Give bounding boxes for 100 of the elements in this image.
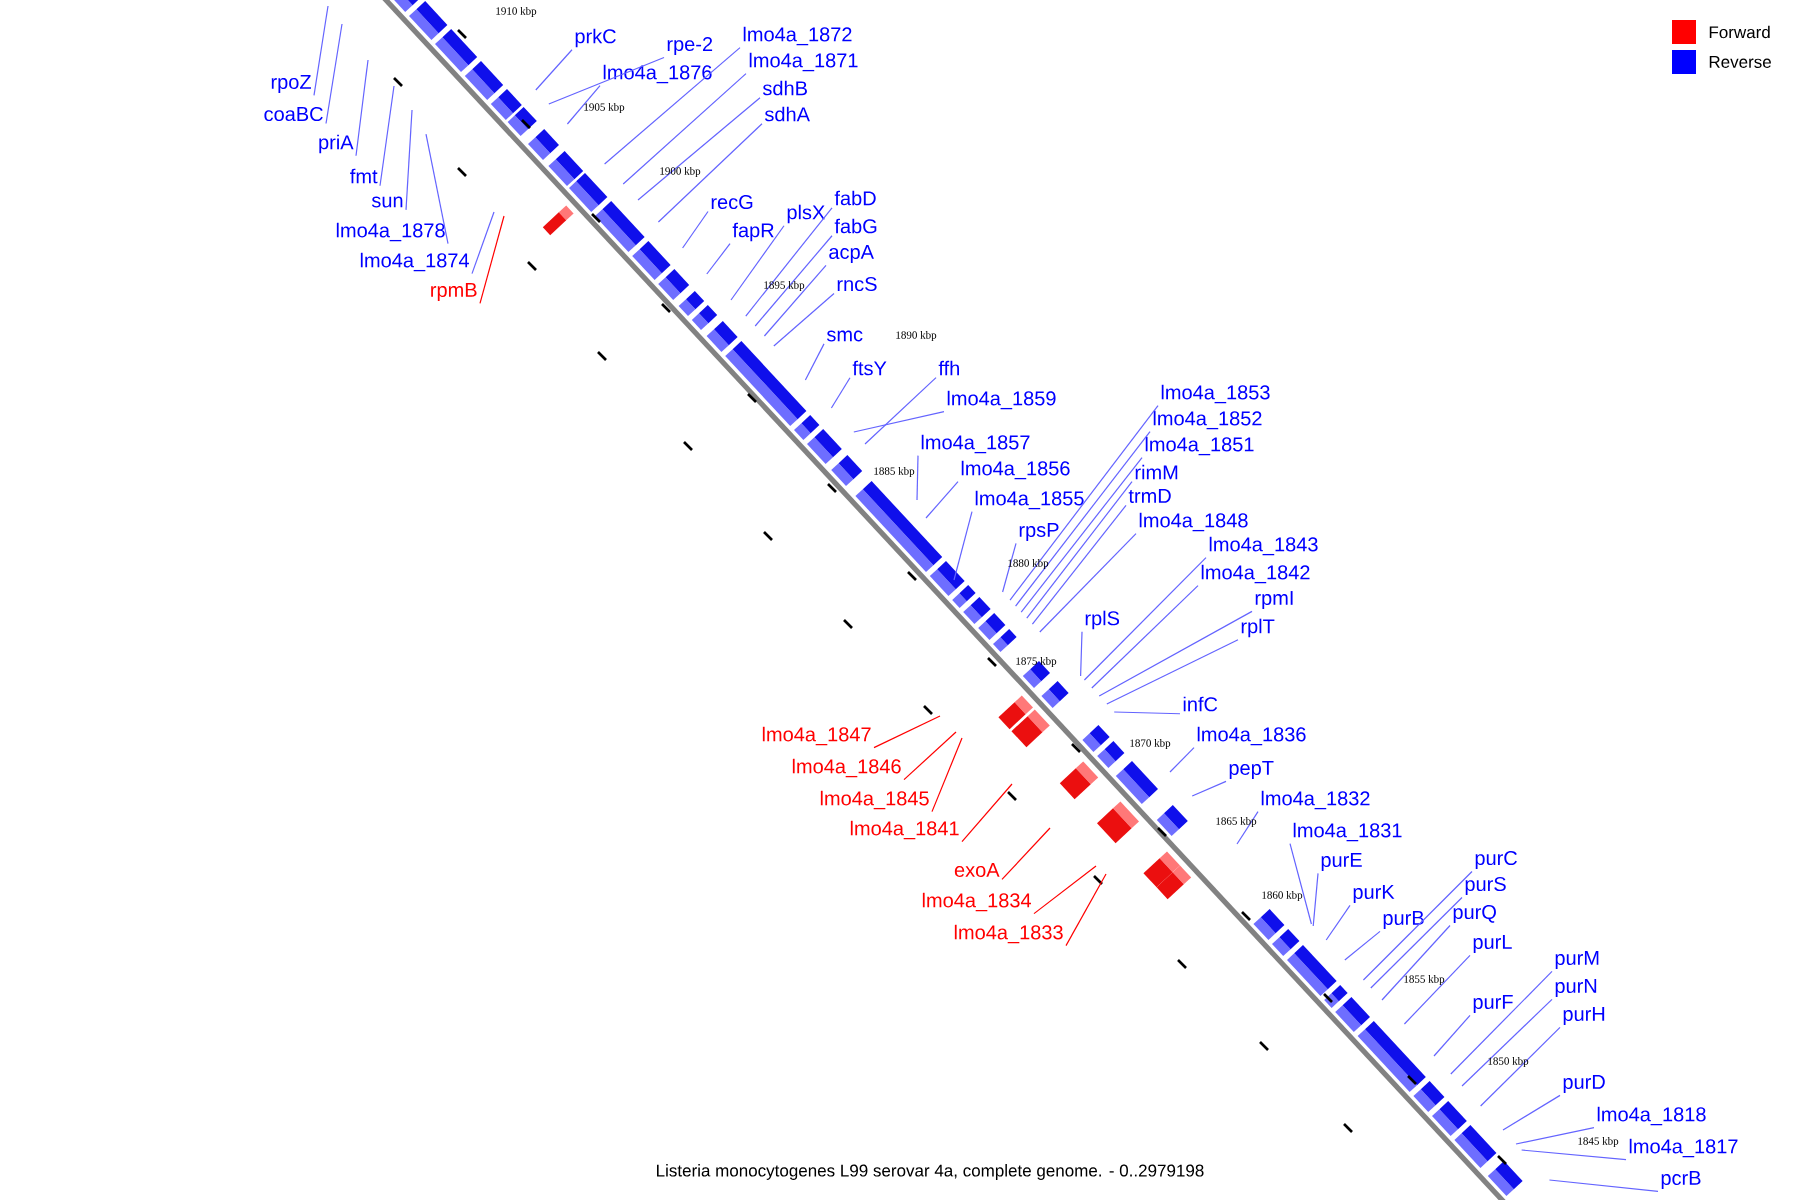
gene-label: rplT xyxy=(1241,618,1275,638)
gene-label: lmo4a_1833 xyxy=(954,924,1063,944)
gene-label: recG xyxy=(711,194,753,210)
gene-label: smc xyxy=(826,330,863,342)
leader-line xyxy=(405,109,413,211)
leader-line xyxy=(325,23,343,125)
gene-label: lmo4a_1848 xyxy=(1139,512,1248,532)
gene-label: pepT xyxy=(1229,761,1274,779)
gene-label: lmo4a_1876 xyxy=(603,64,712,84)
gene-label: ffh xyxy=(938,360,959,376)
gene-label: purQ xyxy=(1453,904,1496,924)
gene-label: trmD xyxy=(1128,489,1171,503)
leader-line xyxy=(1325,904,1351,941)
leader-line xyxy=(1106,639,1239,705)
gene-label: sun xyxy=(371,196,403,208)
gene-label: pcrB xyxy=(1661,1171,1701,1189)
gene-label: rplS xyxy=(1085,610,1120,630)
gene-label: purF xyxy=(1473,995,1513,1013)
leader-line xyxy=(763,264,827,337)
gene-label: lmo4a_1845 xyxy=(820,790,929,810)
gene-label: lmo4a_1841 xyxy=(850,820,959,840)
leader-line xyxy=(1065,873,1107,947)
leader-line xyxy=(873,715,941,749)
leader-line xyxy=(1502,1094,1561,1131)
leader-line xyxy=(1433,1014,1471,1057)
gene-label: purS xyxy=(1465,876,1506,896)
gene-label: purE xyxy=(1321,853,1362,871)
leader-line xyxy=(903,731,957,781)
leader-line xyxy=(1236,811,1259,845)
gene-label: lmo4a_1843 xyxy=(1209,536,1318,556)
leader-line xyxy=(535,49,573,91)
gene-label: purC xyxy=(1475,850,1517,870)
gene-label: ftsY xyxy=(852,360,887,376)
leader-line xyxy=(1039,533,1137,633)
legend-label: Forward xyxy=(1709,25,1770,39)
gene-label: plsX xyxy=(787,204,825,224)
gene-label: fabD xyxy=(834,190,876,206)
leader-line xyxy=(1113,711,1181,715)
leader-line xyxy=(1191,780,1227,797)
leader-line xyxy=(1370,896,1463,989)
leader-line xyxy=(961,783,1013,843)
leader-line xyxy=(471,211,495,275)
gene-label: rimM xyxy=(1135,464,1178,480)
leader-line xyxy=(1169,747,1195,773)
gene-label: prkC xyxy=(575,28,616,48)
leader-line xyxy=(425,133,449,245)
gene-label: lmo4a_1847 xyxy=(762,726,871,746)
gene-label: exoA xyxy=(954,863,1000,877)
leader-line xyxy=(1091,585,1199,689)
gene-label: purB xyxy=(1383,911,1424,929)
leader-line xyxy=(1009,405,1159,601)
gene-label: lmo4a_1852 xyxy=(1153,410,1262,430)
leader-line xyxy=(379,85,395,187)
gene-label: lmo4a_1836 xyxy=(1197,726,1306,746)
leader-line xyxy=(1515,1127,1595,1145)
leader-line xyxy=(830,377,851,409)
leader-line xyxy=(754,235,833,327)
leader-line xyxy=(853,411,945,433)
leader-line xyxy=(479,215,505,304)
leader-line xyxy=(730,225,785,301)
leader-line xyxy=(566,85,601,125)
gene-label: purM xyxy=(1555,951,1599,969)
gene-label: infC xyxy=(1183,696,1218,712)
leader-line xyxy=(1026,481,1133,619)
gene-label: priA xyxy=(319,134,354,154)
leader-line xyxy=(622,73,747,185)
leader-line xyxy=(1031,504,1127,625)
gene-label: lmo4a_1853 xyxy=(1161,384,1270,404)
leader-line xyxy=(953,511,973,581)
leader-line xyxy=(804,343,825,381)
gene-label: lmo4a_1818 xyxy=(1597,1106,1706,1126)
gene-label: lmo4a_1874 xyxy=(360,252,469,272)
leader-line xyxy=(313,5,329,96)
gene-label: lmo4a_1846 xyxy=(792,758,901,778)
leader-line xyxy=(355,59,369,157)
gene-label: fabG xyxy=(834,218,877,234)
leader-line xyxy=(1461,998,1553,1087)
leader-line xyxy=(1002,542,1017,593)
leader-line xyxy=(1362,870,1473,981)
leader-line xyxy=(1450,970,1553,1075)
gene-label: lmo4a_1872 xyxy=(743,26,852,46)
leader-line xyxy=(745,207,833,317)
gene-label: sdhA xyxy=(764,106,810,122)
leader-line xyxy=(1480,1026,1561,1107)
gene-label: lmo4a_1851 xyxy=(1145,436,1254,456)
gene-label: purD xyxy=(1563,1075,1605,1093)
gene-label: purN xyxy=(1555,979,1597,997)
leader-line xyxy=(1344,930,1381,961)
leader-line xyxy=(548,56,665,105)
gene-label: lmo4a_1856 xyxy=(961,460,1070,480)
gene-label: rpmB xyxy=(431,283,477,301)
leader-line xyxy=(1403,954,1471,1025)
leader-line xyxy=(604,47,741,165)
gene-label: rpmI xyxy=(1255,591,1293,609)
leader-line xyxy=(657,123,763,223)
gene-label: lmo4a_1855 xyxy=(975,490,1084,510)
leader-line xyxy=(1020,457,1143,613)
gene-label: coaBC xyxy=(264,106,323,122)
gene-label: lmo4a_1834 xyxy=(922,892,1031,912)
gene-label: acpA xyxy=(829,245,874,263)
